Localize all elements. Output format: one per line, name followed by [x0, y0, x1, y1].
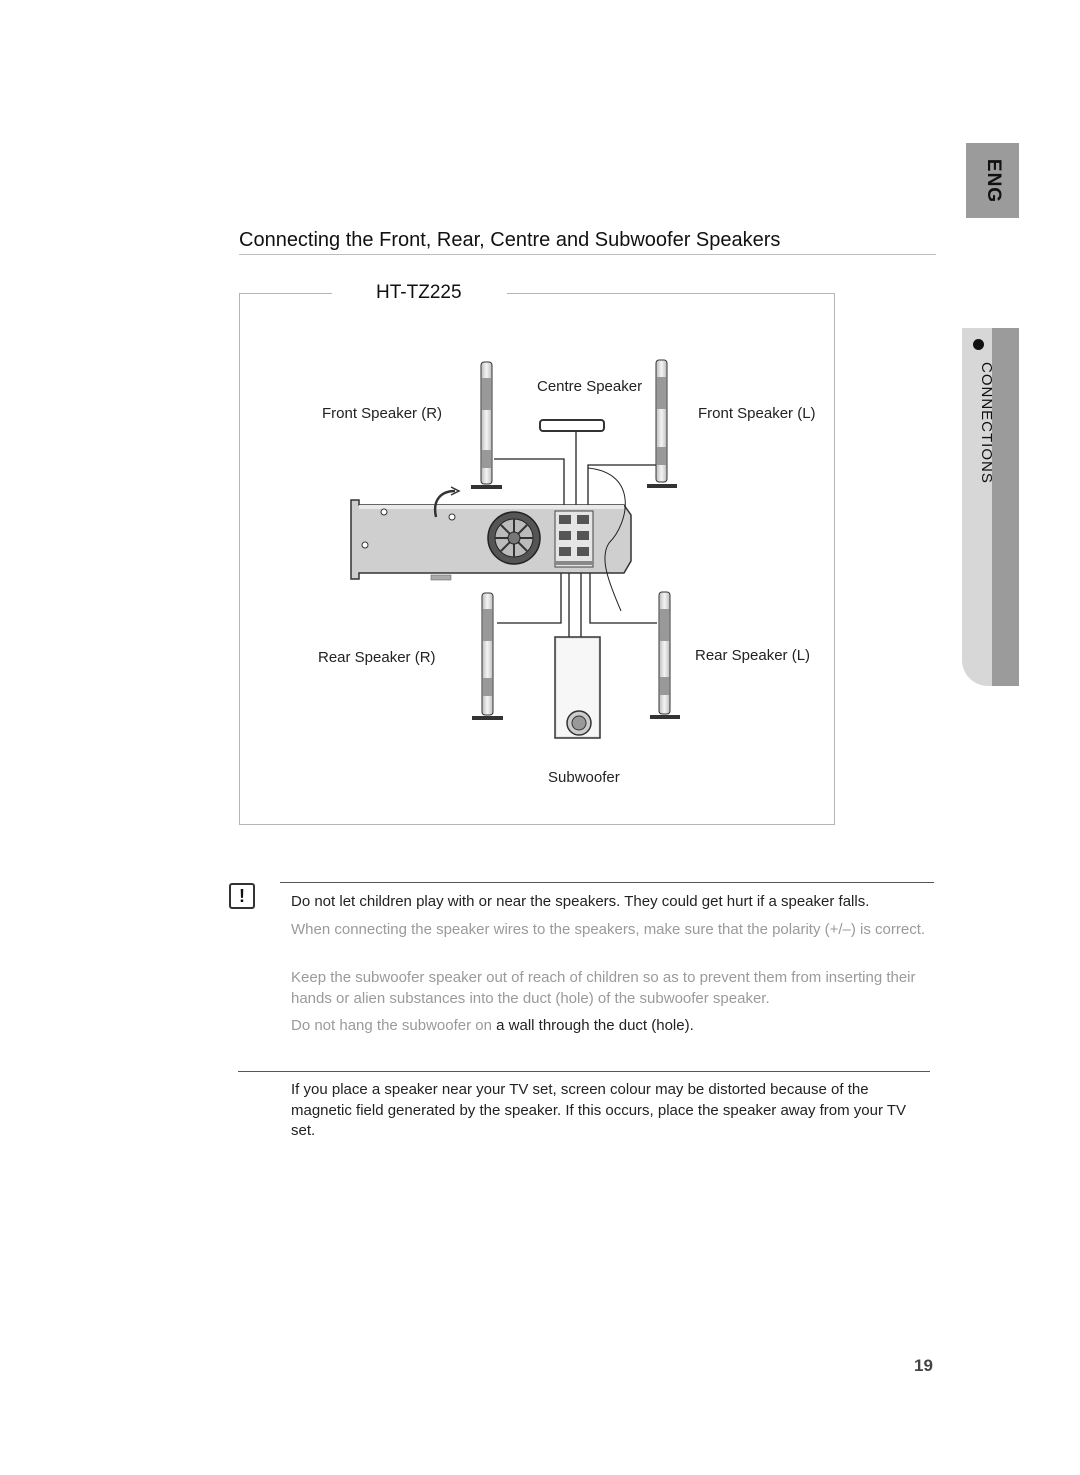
note-subwoofer-hang-part1: Do not hang the subwoofer on: [291, 1017, 497, 1034]
language-tab-label: ENG: [982, 158, 1004, 203]
title-divider: [239, 254, 936, 255]
speaker-connection-diagram: [350, 359, 680, 739]
section-tab: CONNECTIONS: [962, 328, 1019, 686]
caution-icon: !: [229, 883, 255, 909]
front-left-wire-curve: [587, 467, 626, 612]
front-speaker-right: [471, 361, 502, 489]
note-divider-bottom: [238, 1071, 930, 1072]
rear-speaker-left: [650, 591, 680, 719]
diagram-frame: [239, 293, 835, 825]
note-tv-distortion: If you place a speaker near your TV set,…: [291, 1081, 907, 1139]
front-speaker-left-label: Front Speaker (L): [698, 405, 816, 422]
note-subwoofer-hang: Do not hang the subwoofer on a wall thro…: [291, 1016, 931, 1037]
note-subwoofer-reach: Keep the subwoofer speaker out of reach …: [291, 969, 916, 1007]
note-children-play: Do not let children play with or near th…: [291, 893, 870, 910]
note-subwoofer-hang-part2: a wall through the duct (hole).: [496, 1017, 694, 1034]
speaker-wires: [494, 432, 657, 637]
bullet-icon: [973, 339, 984, 350]
rear-speaker-left-label: Rear Speaker (L): [695, 647, 811, 664]
main-unit: [350, 486, 632, 581]
rear-speaker-right: [472, 592, 503, 720]
model-name: HT-TZ225: [376, 282, 462, 303]
centre-speaker-label: Centre Speaker: [537, 378, 643, 395]
note-divider-top: [280, 882, 934, 883]
section-tab-label: CONNECTIONS: [978, 362, 995, 484]
note-polarity: When connecting the speaker wires to the…: [291, 921, 926, 938]
subwoofer: [554, 636, 601, 739]
page-number: 19: [914, 1356, 933, 1375]
page-title: Connecting the Front, Rear, Centre and S…: [239, 229, 781, 251]
front-speaker-right-label: Front Speaker (R): [322, 405, 443, 422]
language-tab: ENG: [966, 143, 1019, 218]
front-speaker-left: [647, 359, 677, 488]
centre-speaker: [539, 419, 605, 432]
subwoofer-label: Subwoofer: [548, 769, 620, 786]
model-label-background: [332, 280, 507, 308]
section-tab-band: [992, 328, 1019, 686]
rear-speaker-right-label: Rear Speaker (R): [318, 649, 436, 666]
